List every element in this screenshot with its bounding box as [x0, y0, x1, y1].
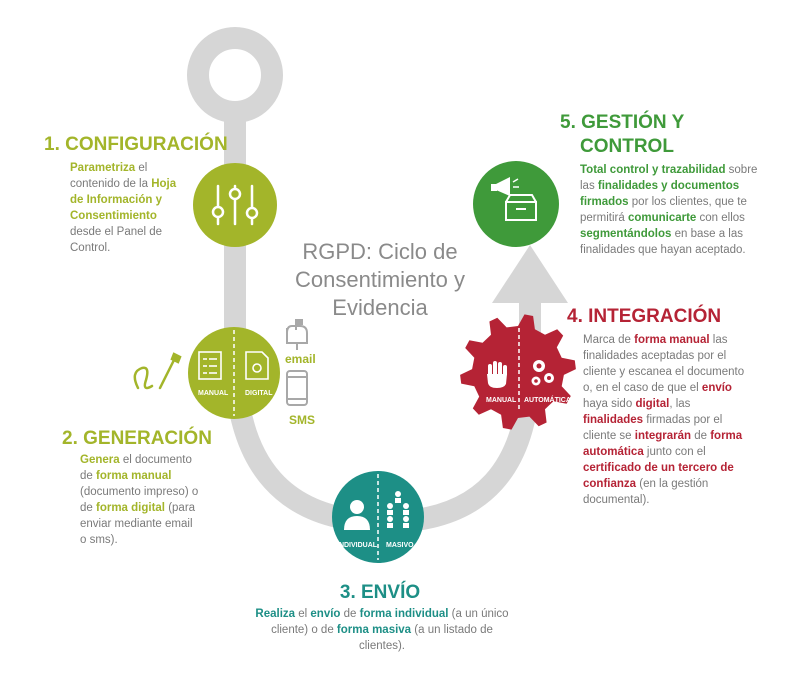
integracion-node: MANUAL AUTOMÁTICA — [460, 314, 576, 430]
digital-document-icon — [245, 351, 269, 380]
mailbox-icon — [286, 319, 308, 350]
gestion-heading-line2: CONTROL — [580, 136, 674, 157]
sliders-icon — [211, 184, 259, 226]
envio-heading: 3. ENVÍO — [339, 582, 421, 603]
gestion-description: Total control y trazabilidad sobre las f… — [580, 164, 758, 256]
email-label: email — [285, 352, 316, 366]
generacion-node: MANUAL DIGITAL — [188, 327, 280, 419]
masivo-label: MASIVO — [386, 542, 414, 549]
envio-description: Realiza el envío de forma individual (a … — [255, 608, 509, 652]
cogs-icon — [531, 360, 554, 386]
manual-document-icon — [198, 351, 222, 380]
automatica-label: AUTOMÁTICA — [524, 395, 571, 404]
integracion-heading: 4. INTEGRACIÓN — [567, 306, 722, 327]
archive-tray-icon — [505, 194, 537, 221]
generacion-description: Genera el documento de forma manual (doc… — [80, 454, 199, 546]
megaphone-icon — [491, 177, 519, 196]
individual-label: INDIVIDUAL — [337, 542, 378, 549]
manual-label: MANUAL — [198, 390, 229, 397]
smartphone-icon — [286, 370, 308, 406]
track-arrowhead — [492, 245, 568, 303]
sms-label: SMS — [289, 413, 315, 427]
configuracion-node — [193, 163, 277, 247]
gestion-node — [473, 161, 559, 247]
signature-pen-icon — [133, 352, 182, 390]
gestion-heading-line1: 5. GESTIÓN Y — [560, 112, 685, 133]
hand-icon — [487, 361, 507, 388]
configuracion-heading: 1. CONFIGURACIÓN — [44, 134, 228, 155]
multiple-users-icon — [387, 491, 409, 528]
integracion-manual-label: MANUAL — [486, 397, 517, 404]
single-user-icon — [344, 500, 370, 530]
diagram-title: RGPD: Ciclo de Consentimiento y Evidenci… — [295, 239, 465, 320]
envio-node: INDIVIDUAL MASIVO — [332, 471, 424, 563]
digital-label: DIGITAL — [245, 390, 273, 397]
generacion-heading: 2. GENERACIÓN — [62, 428, 212, 449]
gear-shape — [460, 314, 576, 430]
integracion-description: Marca de forma manual las finalidades ac… — [583, 334, 745, 506]
configuracion-description: Parametriza el contenido de la Hoja de I… — [70, 162, 177, 254]
